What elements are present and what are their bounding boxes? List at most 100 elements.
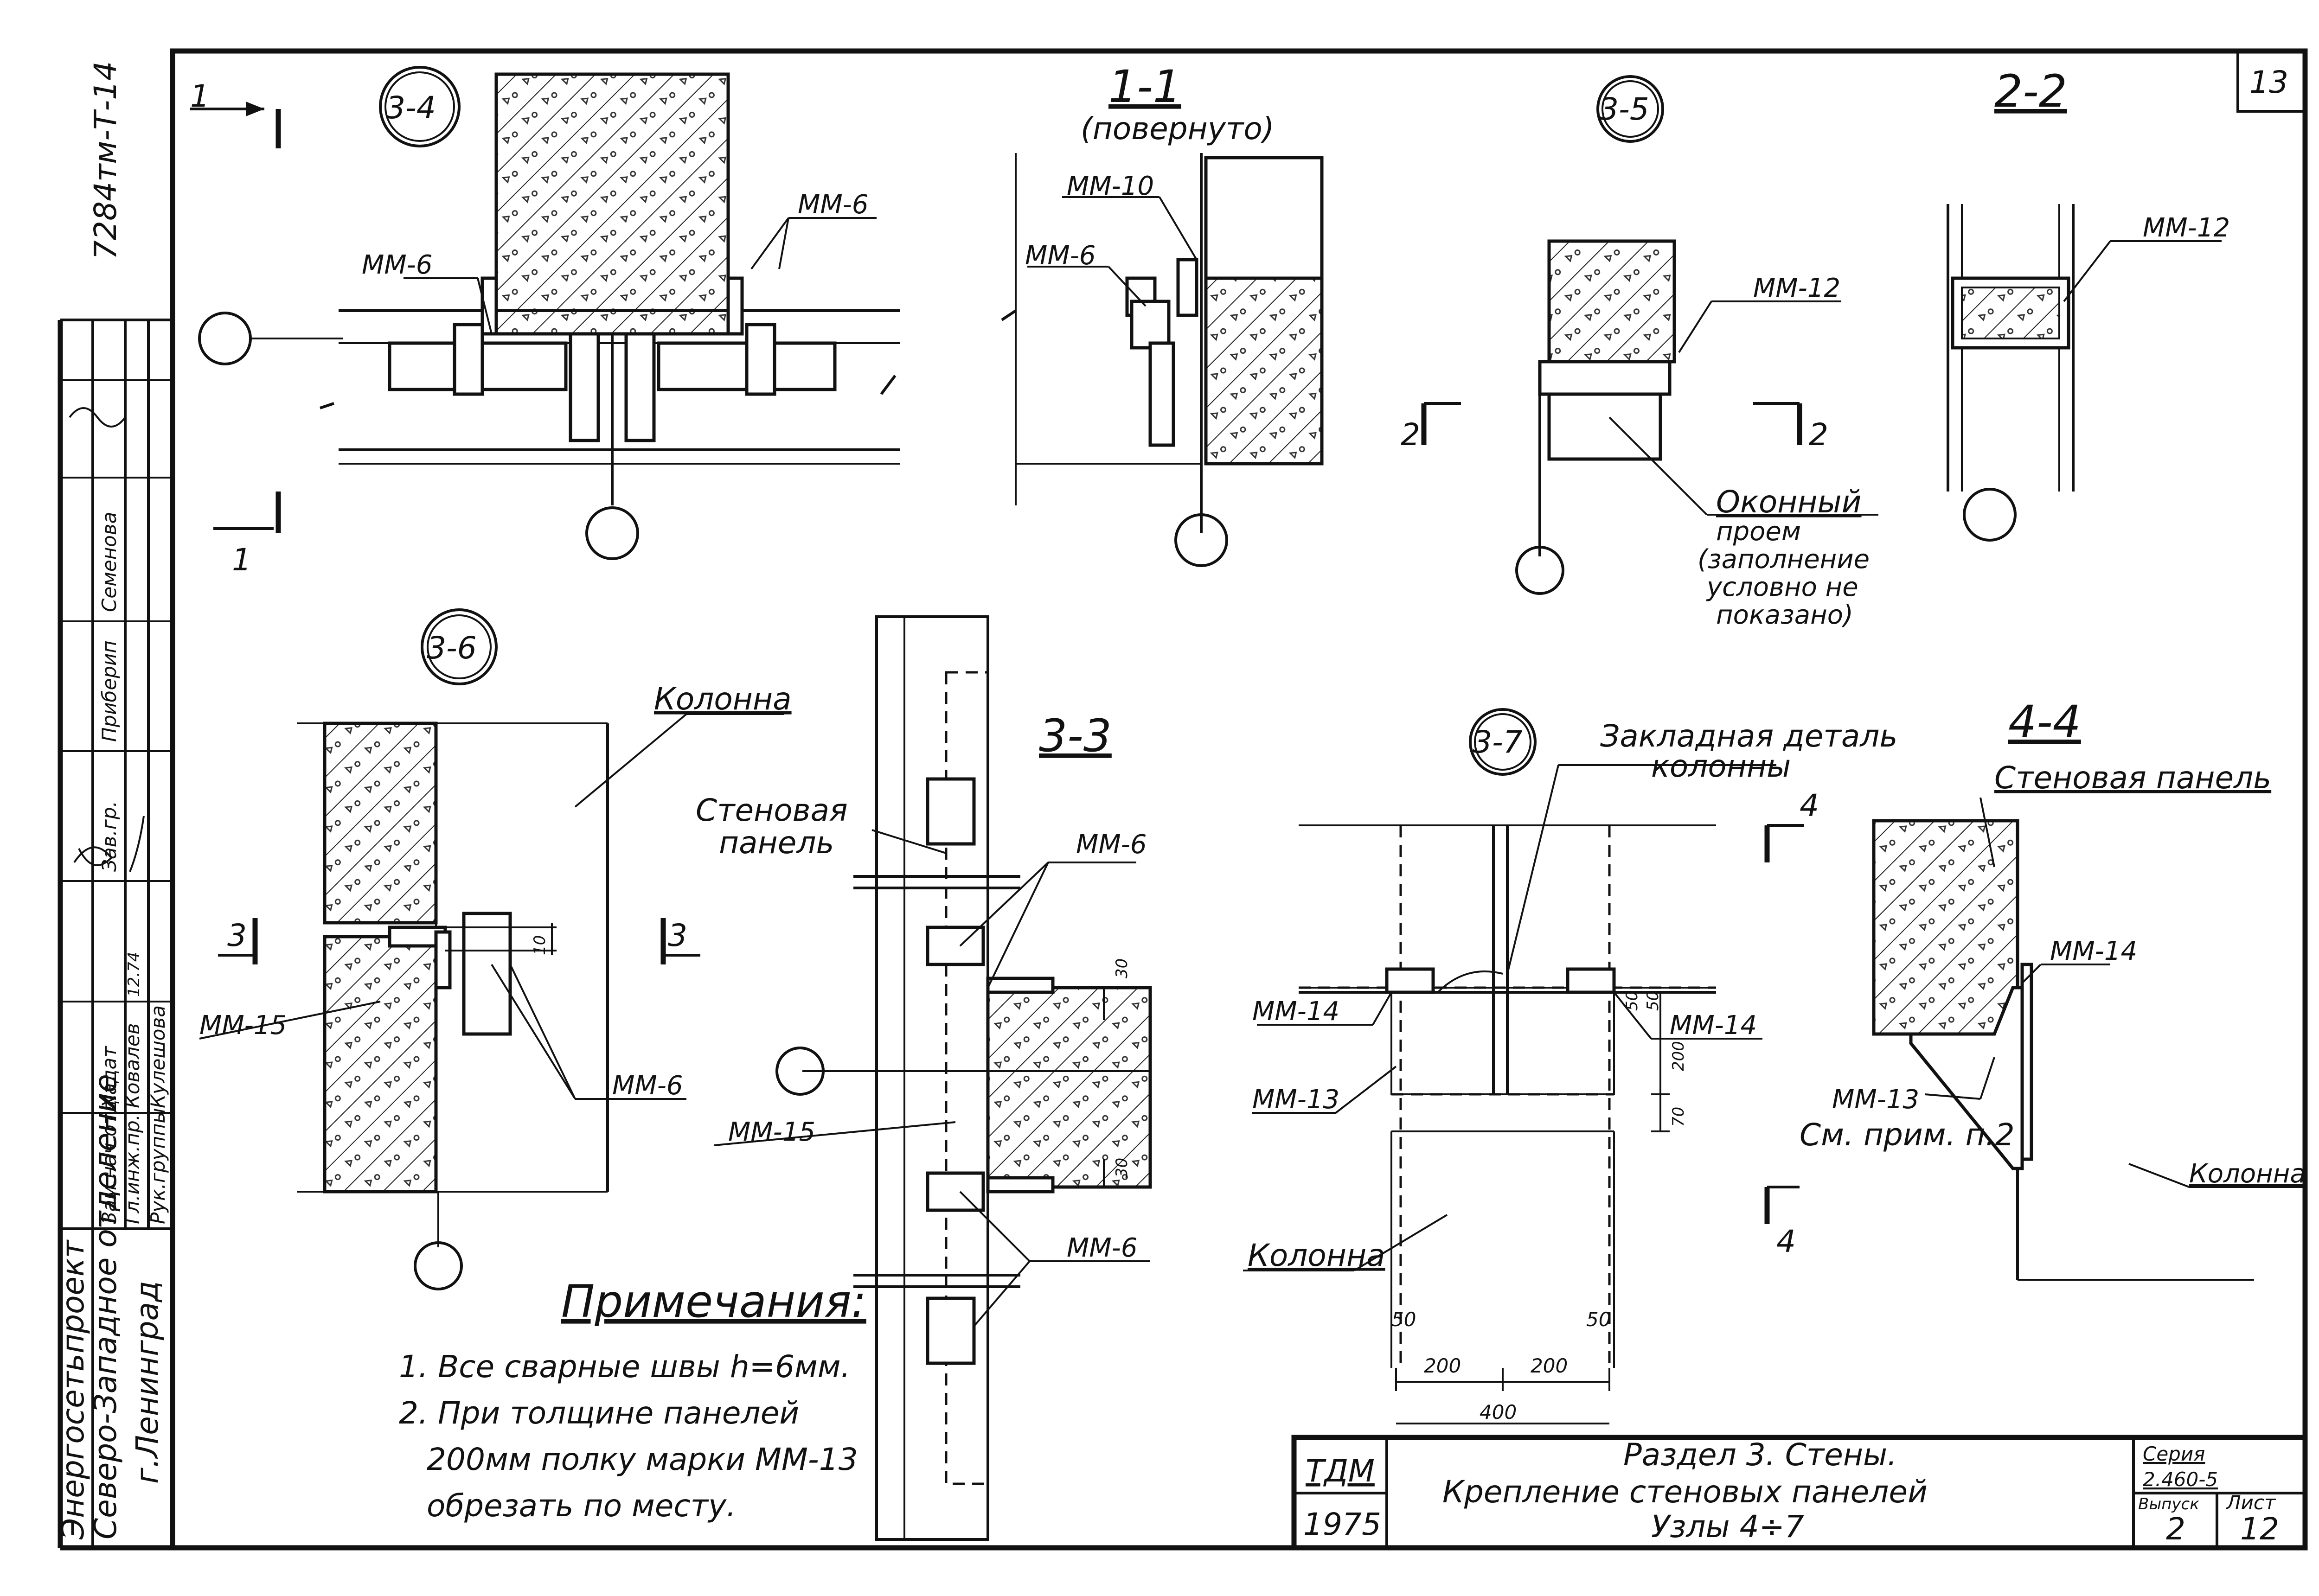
title-line3: Узлы 4÷7 [1651, 1509, 1804, 1545]
dim-50-37b: 50 [1586, 1308, 1611, 1331]
label-mm12-35: ММ-12 [1753, 273, 1840, 303]
label-embed-2: колонны [1651, 748, 1791, 784]
title-line1: Раздел 3. Стены. [1623, 1437, 1897, 1473]
label-mm13-37: ММ-13 [1252, 1085, 1339, 1115]
stamp-name-1: Хадат [98, 1046, 121, 1109]
section-1-1-title: 1-1 [1108, 61, 1181, 113]
dim-50-37a: 50 [1391, 1308, 1416, 1331]
label-mm14-44: ММ-14 [2050, 936, 2137, 966]
org-line1: Северо-Западное отделение [88, 1074, 123, 1539]
cut-2-right: 2 [1809, 417, 1828, 453]
label-wall-panel-2: панель [719, 825, 834, 861]
dim-50-37v2: 50 [1644, 991, 1662, 1011]
sheet-value: 12 [2240, 1511, 2279, 1547]
node-3-4-drawing [190, 66, 900, 560]
org-name: Энергосетьпроект [55, 1239, 91, 1540]
cut-1-bottom: 1 [232, 542, 251, 578]
title-line2: Крепление стеновых панелей [1442, 1474, 1928, 1510]
title-block [1291, 1435, 2308, 1551]
stamp-role-2: Гл.инж.пр. [121, 1114, 144, 1224]
label-mm13-44: ММ-13 [1832, 1085, 1919, 1115]
note-2a: 2. При толщине панелей [399, 1395, 799, 1431]
cut-1-top: 1 [190, 78, 210, 114]
note-2c: обрезать по месту. [427, 1488, 736, 1524]
cut-4-bottom: 4 [1776, 1224, 1796, 1259]
window-label-5: показано) [1716, 600, 1853, 630]
dim-400-37: 400 [1480, 1401, 1517, 1424]
label-embed-1: Закладная деталь [1600, 718, 1897, 754]
title-org: ТДМ [1306, 1453, 1375, 1489]
stamp-name-3: Кулешова [147, 1005, 169, 1108]
sheet-label: Лист [2225, 1491, 2276, 1514]
label-mm6-33b: ММ-6 [1067, 1233, 1137, 1263]
label-mm15-33: ММ-15 [728, 1117, 815, 1147]
note-2b: 200мм полку марки ММ-13 [427, 1442, 858, 1477]
label-kolonna-37: Колонна [1248, 1238, 1385, 1273]
label-mm10: ММ-10 [1067, 171, 1154, 201]
org-line2: г.Ленинград [129, 1281, 165, 1484]
node-3-5-drawing [1421, 75, 1878, 595]
section-4-4-drawing [1872, 797, 2305, 1281]
page-number: 13 [2249, 64, 2288, 100]
section-1-1-drawing [1001, 153, 1324, 567]
stamp-role-4: Зав.гр. [98, 801, 121, 872]
section-1-1-note: (повернуто) [1081, 111, 1274, 147]
series-label: Серия [2143, 1443, 2205, 1465]
cut-2-left: 2 [1401, 417, 1420, 453]
stamp-name-4: Приберип [98, 640, 121, 742]
cut-3-right: 3 [668, 918, 687, 953]
label-mm14-37a: ММ-14 [1252, 996, 1339, 1027]
node-3-6-badge: 3-6 [427, 630, 477, 666]
stamp-name-2: Ковалев [121, 1023, 144, 1108]
window-label-1: Оконный [1716, 484, 1862, 520]
node-3-4-badge: 3-4 [386, 90, 436, 126]
title-year: 1975 [1303, 1507, 1381, 1542]
label-mm12-22: ММ-12 [2143, 213, 2230, 243]
sheet-frame [58, 48, 2308, 1551]
node-3-7-drawing [1243, 708, 1804, 1424]
dim-10-36: 10 [531, 935, 549, 955]
dim-200-37v: 200 [1669, 1041, 1688, 1071]
dim-200-37b: 200 [1531, 1354, 1568, 1377]
stamp-role-3: Рук.группы [147, 1108, 169, 1224]
dim-50-37v1: 50 [1623, 991, 1641, 1011]
node-3-7-badge: 3-7 [1473, 724, 1523, 760]
stamp-name-5: Семенова [98, 512, 121, 612]
cut-3-left: 3 [227, 918, 247, 953]
signatures [69, 407, 145, 872]
issue-label: Выпуск [2138, 1495, 2199, 1513]
label-kolonna-36: Колонна [654, 681, 792, 717]
cut-4-top: 4 [1800, 788, 1819, 824]
label-mm6-33a: ММ-6 [1076, 830, 1147, 860]
label-mm6-34b: ММ-6 [798, 190, 868, 220]
label-mm6-11: ММ-6 [1025, 241, 1095, 271]
dim-200-37a: 200 [1424, 1354, 1461, 1377]
notes-block: Примечания: 1. Все сварные швы h=6мм. 2.… [399, 1276, 866, 1524]
notes-title: Примечания: [561, 1276, 866, 1328]
label-mm6-36: ММ-6 [612, 1071, 683, 1101]
section-4-4-title: 4-4 [2008, 696, 2081, 748]
label-mm15-36: ММ-15 [199, 1010, 287, 1041]
node-3-5-badge: 3-5 [1599, 91, 1649, 127]
left-stamp [60, 320, 173, 1548]
stamp-role-1: Зам.нач.отд. [98, 1093, 121, 1224]
dim-30-33a: 30 [1113, 958, 1131, 978]
series-value: 2.460-5 [2143, 1468, 2218, 1491]
section-3-3-drawing [714, 615, 1152, 1541]
window-label-2: проем [1716, 517, 1801, 547]
stamp-date: 12.74 [125, 952, 143, 997]
label-wall-panel-1: Стеновая [696, 792, 848, 828]
section-3-3-title: 3-3 [1039, 710, 1112, 762]
window-label-3: (заполнение [1698, 544, 1870, 575]
node-3-6-drawing [199, 608, 784, 1290]
label-kolonna-44: Колонна [2189, 1159, 2306, 1189]
doc-code: 7284тм-Т-14 [88, 61, 123, 260]
label-mm14-37b: ММ-14 [1670, 1010, 1757, 1041]
label-see-note: См. прим. п.2 [1800, 1117, 2015, 1153]
section-2-2-drawing [1947, 204, 2222, 542]
note-1: 1. Все сварные швы h=6мм. [399, 1349, 851, 1385]
dim-70-37v: 70 [1669, 1107, 1688, 1127]
label-wall-panel-44: Стеновая панель [1994, 760, 2271, 796]
section-2-2-title: 2-2 [1994, 65, 2067, 117]
